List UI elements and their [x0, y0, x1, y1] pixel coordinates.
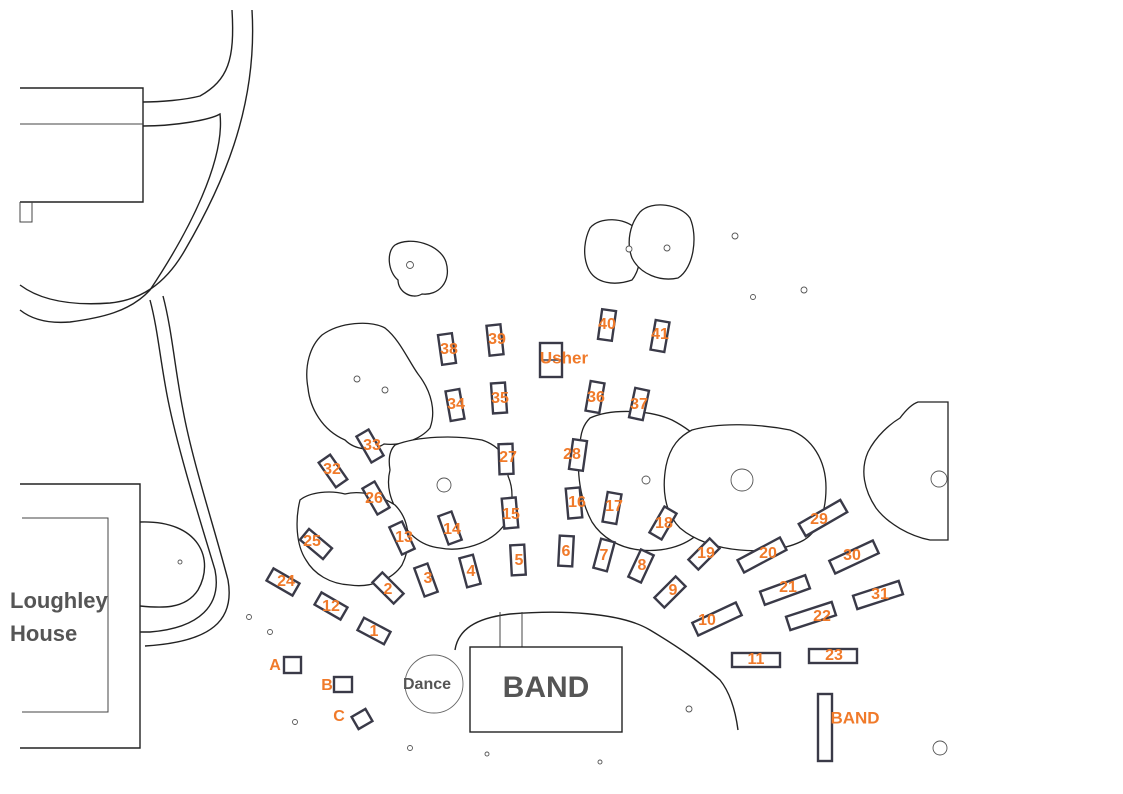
table-40[interactable]: 40 — [598, 316, 616, 333]
table-35[interactable]: 35 — [491, 390, 509, 407]
driveway-paths — [19, 9, 254, 647]
table-13[interactable]: 13 — [395, 529, 413, 546]
dance-label: Dance — [403, 676, 451, 693]
table-32[interactable]: 32 — [323, 461, 341, 478]
house-label-line2: House — [10, 621, 77, 646]
table-6[interactable]: 6 — [562, 543, 571, 560]
scatter-dots — [246, 232, 948, 765]
table-21[interactable]: 21 — [779, 579, 797, 596]
table-34[interactable]: 34 — [447, 396, 465, 413]
table-19[interactable]: 19 — [697, 545, 715, 562]
table-24[interactable]: 24 — [277, 573, 295, 590]
building-outlines — [19, 87, 206, 749]
area-labels: Usher A B C BAND BAND Dance Loughley Hou… — [10, 348, 880, 727]
table-2[interactable]: 2 — [384, 581, 393, 598]
table-36[interactable]: 36 — [587, 389, 605, 406]
usher-label: Usher — [540, 348, 589, 367]
table-3[interactable]: 3 — [424, 570, 433, 587]
table-5[interactable]: 5 — [515, 552, 524, 569]
table-9[interactable]: 9 — [669, 582, 678, 599]
table-22[interactable]: 22 — [813, 608, 831, 625]
table-labels: 1 2 3 4 5 6 7 8 9 10 11 12 13 14 15 16 1… — [277, 316, 889, 668]
trees — [177, 204, 949, 587]
table-18[interactable]: 18 — [655, 515, 673, 532]
band-stage — [469, 646, 623, 733]
table-28[interactable]: 28 — [563, 446, 581, 463]
table-38[interactable]: 38 — [440, 341, 458, 358]
table-1[interactable]: 1 — [370, 623, 379, 640]
table-8[interactable]: 8 — [638, 557, 647, 574]
table-12[interactable]: 12 — [322, 598, 340, 615]
table-29[interactable]: 29 — [810, 511, 828, 528]
table-26[interactable]: 26 — [365, 490, 383, 507]
table-4[interactable]: 4 — [467, 563, 476, 580]
table-15[interactable]: 15 — [502, 506, 520, 523]
table-37[interactable]: 37 — [630, 396, 648, 413]
table-7[interactable]: 7 — [600, 547, 609, 564]
table-17[interactable]: 17 — [605, 498, 623, 515]
table-41[interactable]: 41 — [651, 326, 669, 343]
table-14[interactable]: 14 — [443, 521, 461, 538]
table-10[interactable]: 10 — [698, 612, 716, 629]
table-16[interactable]: 16 — [568, 494, 586, 511]
side-band-label: BAND — [830, 708, 879, 727]
house-label-line1: Loughley — [10, 588, 109, 613]
table-25[interactable]: 25 — [303, 533, 321, 550]
table-c-label[interactable]: C — [333, 708, 345, 725]
band-stage-label: BAND — [503, 671, 590, 704]
table-27[interactable]: 27 — [499, 449, 517, 466]
table-31[interactable]: 31 — [871, 586, 889, 603]
table-39[interactable]: 39 — [488, 331, 506, 348]
table-a-label[interactable]: A — [269, 657, 281, 674]
table-20[interactable]: 20 — [759, 545, 777, 562]
dance-floor — [404, 654, 464, 714]
table-b-label[interactable]: B — [321, 677, 333, 694]
band-area — [404, 611, 739, 733]
table-23[interactable]: 23 — [825, 647, 843, 664]
table-30[interactable]: 30 — [843, 547, 861, 564]
table-shapes — [264, 307, 905, 763]
table-33[interactable]: 33 — [363, 437, 381, 454]
table-11[interactable]: 11 — [748, 651, 765, 668]
